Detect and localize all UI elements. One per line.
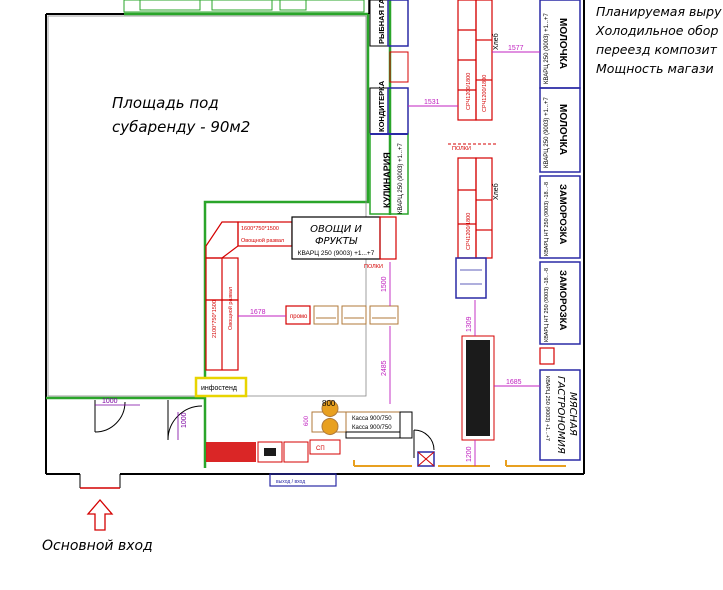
right-wall-cases [539,0,581,461]
cash2-label: Касса 900/750 [352,425,392,431]
red-unit-right [539,347,555,365]
dim-1309: 1309 [466,316,473,332]
promo-table [285,305,311,325]
note-line-2: Холодильное обор [595,23,718,38]
top-wall-units [123,0,365,13]
veg-rack-2-size: 2100*750*1500 [212,300,218,338]
veg-rack-2-label: Овощной развал [227,287,234,330]
left-column [369,0,409,215]
frozen2-label: ЗАМОРОЗКА [557,270,568,330]
pos-label: СП [316,446,325,452]
blue-freezer-unit [455,257,487,299]
entrance-doors [79,400,203,489]
frozen1-sub: КВАРЦ НТ 250 (9003) -18...-8 [544,182,550,256]
sublease-title: Площадь под [112,94,219,112]
frozen1-label: ЗАМОРОЗКА [557,184,568,244]
green-partitions [46,0,392,468]
center-tables [313,305,399,325]
cash1-label: Касса 900/750 [352,416,392,422]
bread-label-1: Хлеб [492,33,500,50]
note-line-3: переезд композит [596,42,718,57]
infostand [194,376,248,398]
veg-rack-1-size: 1600*750*1500 [241,226,279,232]
gondola-label-b: СРЧ1200/1800 [466,213,472,250]
notes-block: Планируемая выру Холодильное обор переез… [595,4,722,76]
meat-label-2: ГАСТРОНОМИЯ [555,376,566,454]
sublease-area [47,15,367,397]
dim-1531: 1531 [424,99,440,106]
dimension-lines [238,51,540,466]
gondola-label-a: СРЧ1200/1800 [466,73,472,110]
infostand-label: инфостенд [201,385,237,392]
entrance-label: Основной вход [42,538,153,554]
center-gondola [457,0,493,259]
dim-1200: 1200 [466,446,473,462]
bread-label-2: Хлеб [492,183,500,200]
milk2-sub: КВАРЦ 250 (9003) +1...+7 [544,97,550,168]
note-line-4: Мощность магази [596,61,714,76]
dim-1500: 1500 [381,276,388,292]
veg-zone-title-1: ОВОЩИ И [310,224,362,235]
gondola-shelf-label: ПОЛКИ [452,146,471,152]
note-line-1: Планируемая выру [596,4,722,19]
gondola-label-c: СРЧ1200/1800 [482,75,488,112]
fish-zone-label: РЫБНАЯ ГАСТ-МИЯ [377,0,386,44]
dark-rack [461,335,495,441]
sublease-area-text: субаренду - 90м2 [112,118,250,136]
dim-1000-a: 1000 [102,398,118,405]
veg-zone-title-2: ФРУКТЫ [315,236,358,247]
checkout-area [206,400,566,487]
dim-1678: 1678 [250,309,266,316]
dim-1577: 1577 [508,45,524,52]
milk1-label: МОЛОЧКА [557,18,568,69]
dim-1685: 1685 [506,379,522,386]
entrance-arrow-icon [86,499,114,531]
veg-shelf-label: ПОЛКИ [364,264,383,270]
meat-label-1: МЯСНАЯ [567,392,578,436]
dim-800: 800 [322,399,336,408]
dim-600: 600 [304,415,310,426]
milk2-label: МОЛОЧКА [557,104,568,155]
dim-1000-b: 1000 [181,412,188,428]
kulinaria-zone-label: КУЛИНАРИЯ [382,152,392,208]
veg-side-unit [379,216,397,260]
frozen2-sub: КВАРЦ НТ 250 (9003) -18...-8 [544,268,550,342]
meat-sub: КВАРЦ 250 (9003) +1...+7 [544,376,550,441]
exit-note: выход / вход [276,479,305,485]
vegetable-racks [205,221,293,371]
kulinaria-zone-sub: КВАРЦ 250 (9003) +1...+7 [398,143,404,214]
dim-2485: 2485 [381,360,388,376]
konditer-zone-label: КОНДИТЕРКА [377,80,386,132]
promo-label: промо [290,314,308,320]
milk1-sub: КВАРЦ 250 (9003) +1...+7 [544,13,550,84]
veg-zone-sub: КВАРЦ 250 (9003) +1...+7 [298,250,375,257]
veg-rack-1-label: Овощной развал [241,237,284,244]
